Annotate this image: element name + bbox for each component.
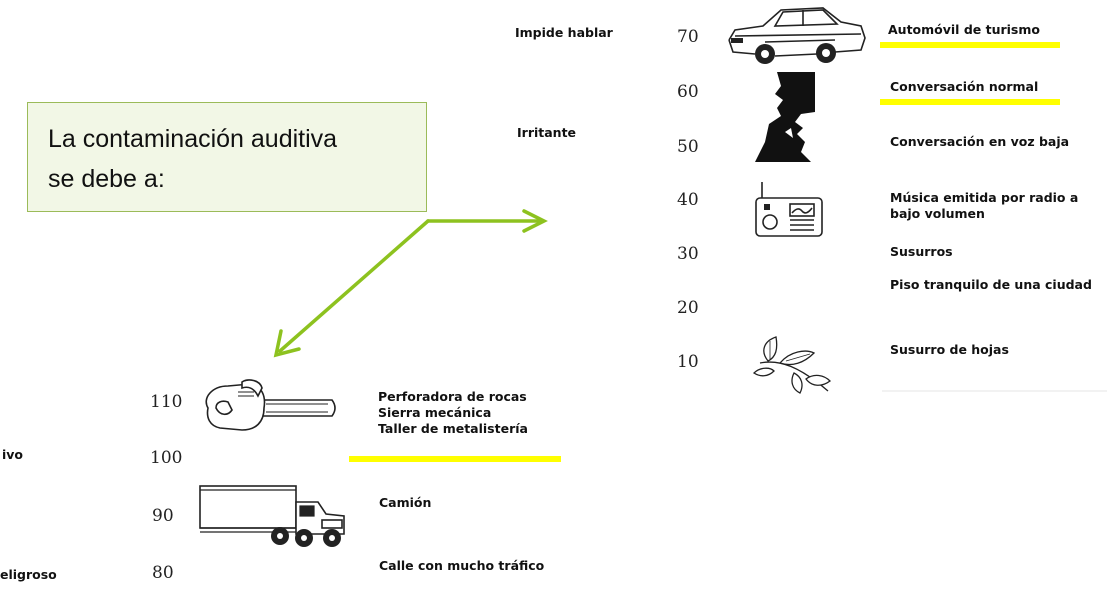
car-icon: [728, 7, 866, 64]
level-40: 40: [677, 190, 699, 210]
label-musica-radio-line-2: bajo volumen: [890, 206, 985, 221]
category-irritante: Irritante: [517, 125, 577, 140]
label-piso-tranquilo: Piso tranquilo de una ciudad: [890, 277, 1092, 292]
category-impide-hablar: Impide hablar: [515, 25, 613, 40]
label-110-group: Perforadora de rocas Sierra mecánica Tal…: [378, 389, 528, 437]
level-10: 10: [677, 352, 699, 372]
callout-line-1: La contaminación auditiva: [48, 125, 338, 153]
callout-line-2: se debe a:: [48, 165, 165, 193]
label-perforadora: Perforadora de rocas: [378, 389, 527, 404]
label-automovil: Automóvil de turismo: [888, 22, 1040, 37]
category-left-top: ivo: [2, 447, 24, 462]
level-50: 50: [677, 137, 699, 157]
highlight-conversacion-normal: [880, 99, 1060, 105]
category-left-bottom: eligroso: [0, 567, 57, 582]
label-susurros: Susurros: [890, 244, 953, 259]
arrow-down: [278, 219, 430, 353]
label-camion: Camión: [379, 495, 432, 510]
conversation-icon: [755, 72, 815, 162]
level-70: 70: [677, 27, 699, 47]
label-musica-radio-line-1: Música emitida por radio a: [890, 190, 1079, 205]
label-calle-trafico: Calle con mucho tráfico: [379, 558, 545, 573]
level-80: 80: [152, 563, 174, 583]
level-30: 30: [677, 244, 699, 264]
arrow-down-head: [273, 329, 301, 358]
highlight-taller: [349, 456, 561, 462]
label-musica-radio: Música emitida por radio a bajo volumen: [890, 190, 1078, 222]
radio-icon: [755, 182, 823, 237]
level-60: 60: [677, 82, 699, 102]
level-110: 110: [150, 392, 183, 412]
highlight-automovil: [880, 42, 1060, 48]
label-conversacion-voz-baja: Conversación en voz baja: [890, 134, 1070, 149]
label-susurro-hojas: Susurro de hojas: [890, 342, 1009, 357]
label-sierra: Sierra mecánica: [378, 405, 492, 420]
level-90: 90: [152, 506, 174, 526]
separator-line: [882, 390, 1107, 392]
arrow-right-head: [522, 209, 548, 233]
chainsaw-icon: [205, 379, 336, 431]
label-conversacion-normal: Conversación normal: [890, 79, 1039, 94]
level-20: 20: [677, 298, 699, 318]
level-100: 100: [150, 448, 183, 468]
truck-icon: [199, 485, 345, 547]
leaves-icon: [752, 336, 831, 394]
label-taller: Taller de metalistería: [378, 421, 528, 436]
callout-box: La contaminación auditiva se debe a:: [27, 102, 427, 212]
